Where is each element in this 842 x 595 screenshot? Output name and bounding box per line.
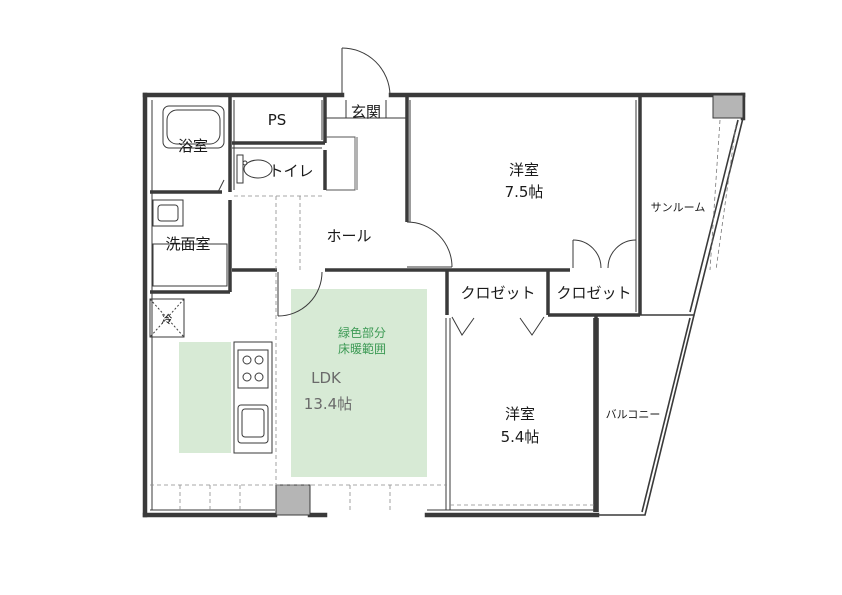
room-label-closet1: クロゼット [460,284,535,302]
room-label-western1-name: 洋室 [509,161,539,179]
outer-walls [142,92,746,518]
room-label-ldk-name: LDK [311,369,342,387]
heating-label-line2: 床暖範囲 [338,341,386,356]
room-label-hall: ホール [326,227,371,245]
floor-heating-zones [179,289,427,477]
ldk-door [277,271,323,317]
toilet-fixture [236,154,273,184]
room-label-sunroom: サンルーム [651,201,706,214]
interior-walls [150,95,642,512]
fridge-label: 冷 [162,313,173,326]
room-label-ldk-size: 13.4帖 [304,395,352,413]
heating-zone-kitchen [179,342,231,453]
wash-basin [152,199,228,287]
room-label-western1-size: 7.5帖 [505,183,544,201]
room-label-washroom: 洗面室 [165,235,210,253]
balcony-outline [593,117,744,516]
room-label-closet2: クロゼット [556,284,631,302]
bathtub [162,105,225,149]
room-label-balcony: バルコニー [606,408,661,421]
sunroom-dashed-edge-2 [715,124,737,271]
kitchen-counter [233,341,273,454]
fridge-box [149,298,185,338]
heating-label-line1: 緑色部分 [338,325,386,340]
heating-zone-living [291,289,427,477]
room-label-toilet: トイレ [268,162,313,180]
room-label-entrance: 玄関 [351,103,381,121]
doors [217,47,637,336]
pillar-south [275,484,311,516]
room-label-bath: 浴室 [178,137,208,155]
closet-door-1 [451,316,475,336]
room-label-western2-name: 洋室 [505,405,535,423]
dashed-guides [150,195,596,510]
thin-partitions [232,100,637,510]
room-label-western2-size: 5.4帖 [501,428,540,446]
entrance-step [326,136,358,191]
outer-wall-inner-lines [150,100,597,511]
hall-door [406,221,453,268]
pillars [275,94,744,516]
pillar-northeast [712,94,744,119]
room-label-ps: PS [268,111,287,129]
closet-door-2 [519,316,545,336]
washroom-door [217,179,225,193]
